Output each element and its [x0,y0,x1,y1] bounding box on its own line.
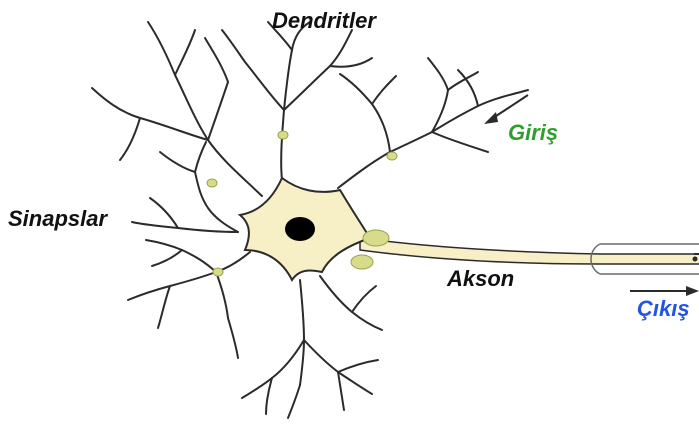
synapse [351,255,373,269]
synapses-label: Sinapslar [8,208,107,230]
synapse [278,131,288,139]
nucleus [285,217,315,241]
axon-label: Akson [447,268,514,290]
synapse [363,230,389,246]
synapse [213,268,223,276]
output-label: Çıkış [637,298,690,320]
output-arrow-icon [630,286,699,296]
input-label: Giriş [508,122,558,144]
synapse [207,179,217,187]
dendrites-label: Dendritler [272,10,376,32]
synapse [387,152,397,160]
axon [360,238,699,274]
